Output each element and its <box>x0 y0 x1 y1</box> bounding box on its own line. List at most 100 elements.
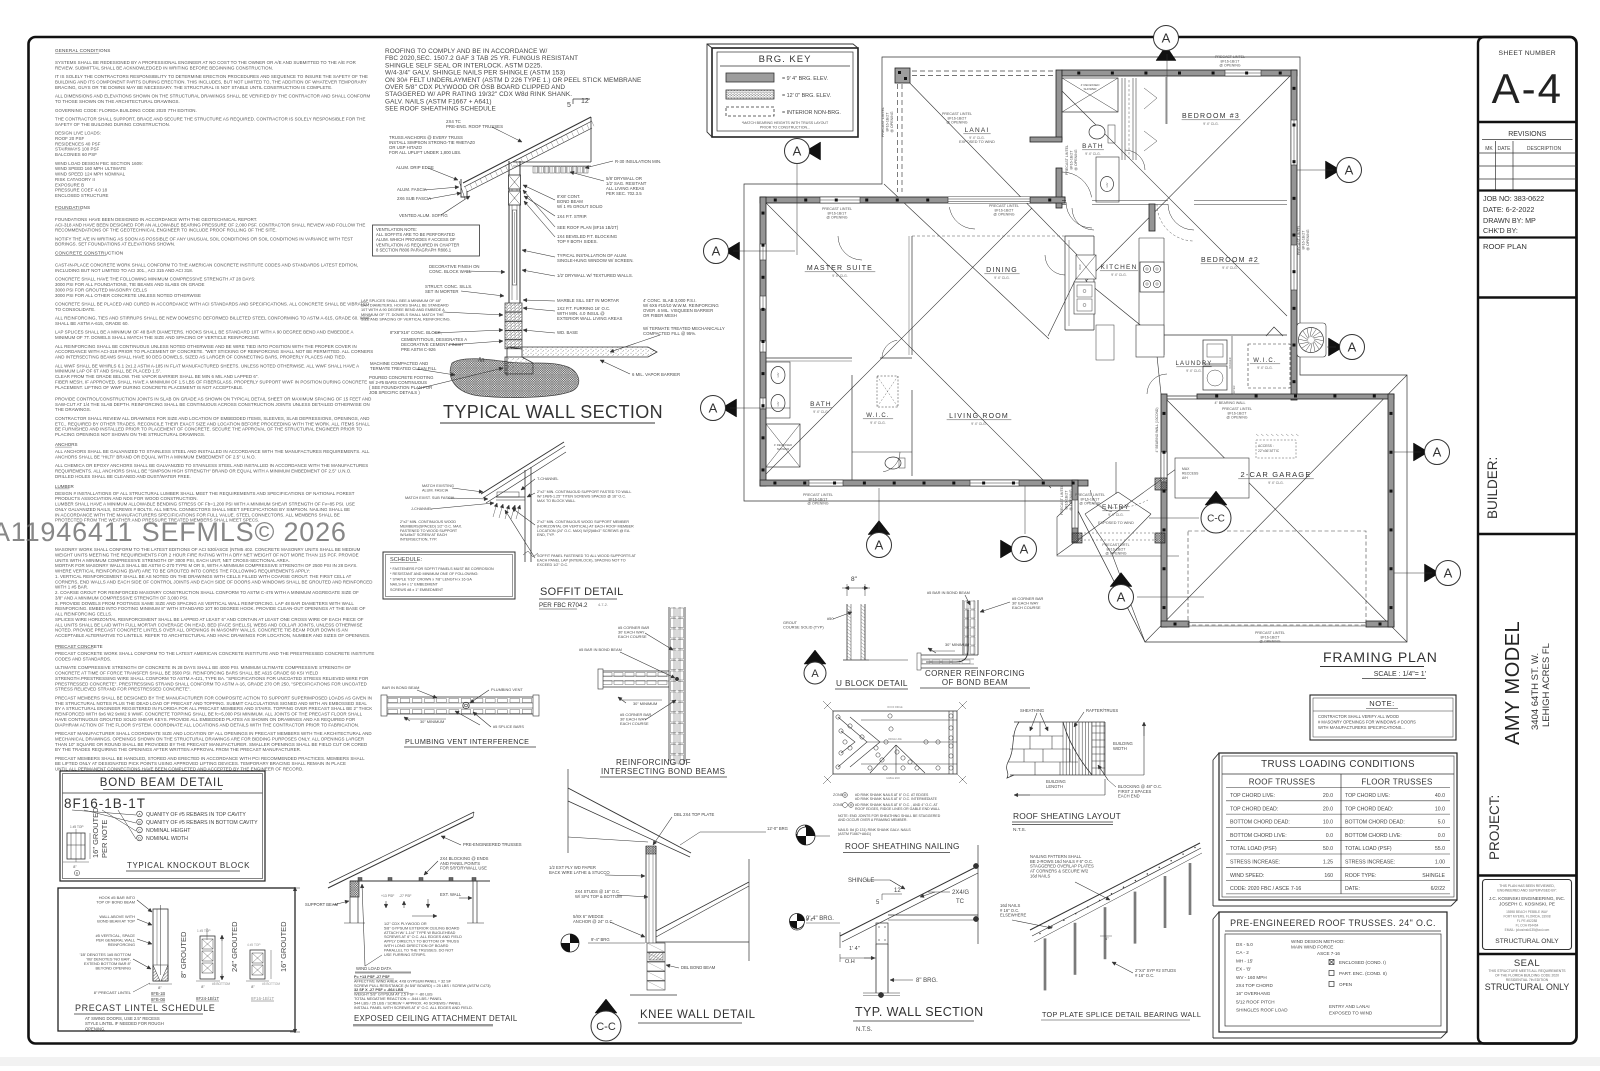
svg-text:SHOWER: SHOWER <box>1083 87 1096 91</box>
svg-text:5: 5 <box>876 900 880 906</box>
svg-text:APPLY DIRECTLY TO BOTTOM OF TR: APPLY DIRECTLY TO BOTTOM OF TRUSS <box>384 940 459 944</box>
svg-text:CONCRETE AT TIME OF FORCE TRAN: CONCRETE AT TIME OF FORCE TRANSFER SHALL… <box>55 671 318 676</box>
svg-text:GOVERNING CODE: FLORIDA BUILD: GOVERNING CODE: FLORIDA BUILDING CODE 20… <box>55 108 197 113</box>
svg-text:5/8' DRYWALL OR: 5/8' DRYWALL OR <box>606 176 642 181</box>
svg-text:16" GROUTED: 16" GROUTED <box>279 921 288 972</box>
svg-text:TO CONSOLIDATE.: TO CONSOLIDATE. <box>55 307 96 312</box>
svg-text:DRILLED HOLES SHALL BE CLEANED: DRILLED HOLES SHALL BE CLEANED AND DUST/… <box>55 474 191 479</box>
svg-text:A: A <box>1162 31 1171 46</box>
svg-text:'1B' DENOTES 1#5 BOTTOM: '1B' DENOTES 1#5 BOTTOM <box>80 952 131 957</box>
svg-text:NOTED. PROVIDE PRECAST CONCR: NOTED. PROVIDE PRECAST CONCRETE LINTELS … <box>55 628 348 633</box>
svg-text:BALCONIES 60 PSF: BALCONIES 60 PSF <box>55 152 97 157</box>
svg-text:INTERSECTION, TYP.: INTERSECTION, TYP. <box>400 538 437 542</box>
svg-text:OF THE FLORIDA BUILDING CODE: OF THE FLORIDA BUILDING CODE 2020 <box>1495 974 1559 978</box>
svg-text:AMY MODEL: AMY MODEL <box>1502 621 1524 745</box>
svg-text:KNEE WALL DETAIL: KNEE WALL DETAIL <box>640 1009 756 1021</box>
svg-text:O.H: O.H <box>845 959 855 965</box>
svg-text:SCREWS AT 6" O.C. ALL EDGES AN: SCREWS AT 6" O.C. ALL EDGES AND FIELD <box>384 935 462 939</box>
svg-text:CONCRETE CONSTRUCTION: CONCRETE CONSTRUCTION <box>55 250 123 255</box>
svg-text:ZONE: ZONE <box>833 803 844 807</box>
svg-text:ONLY GALVANIZED NAILS, SCREWS: ONLY GALVANIZED NAILS, SCREWS # BOLTS. A… <box>55 507 350 512</box>
svg-text:GALV. NAILS (ASTM F1667 + A641: GALV. NAILS (ASTM F1667 + A641) <box>385 98 492 105</box>
svg-text:NOMINAL WIDTH: NOMINAL WIDTH <box>146 836 188 842</box>
svg-text:PARALLEL TO THE TRUSSES. DO NO: PARALLEL TO THE TRUSSES. DO NOT <box>384 948 454 952</box>
svg-text:*MATCH BEARING HEIGHTS WITH TR: *MATCH BEARING HEIGHTS WITH TRUSS LAYOUT <box>742 121 829 125</box>
svg-text:LIVING ROOM: LIVING ROOM <box>949 413 1009 420</box>
svg-text:BACK WIRE LATHE & STUCCO: BACK WIRE LATHE & STUCCO <box>549 870 610 875</box>
svg-text:COMPACTED FILL @ 95%.: COMPACTED FILL @ 95%. <box>643 331 696 336</box>
svg-text:TERMATE TREATED CLEAN FILL: TERMATE TREATED CLEAN FILL <box>370 366 437 371</box>
svg-text:@ OPENING: @ OPENING <box>993 213 1014 217</box>
svg-text:AND OCCUR OVER A FRAMING MEMBE: AND OCCUR OVER A FRAMING MEMBER. <box>838 818 907 822</box>
svg-text:24" GROUTED: 24" GROUTED <box>230 921 239 972</box>
svg-text:SPLICES WIRE HORIZONTAL REINFO: SPLICES WIRE HORIZONTAL REINFORCEMENT SH… <box>55 617 364 622</box>
svg-text:= 12' 0" BRG. ELEV.: = 12' 0" BRG. ELEV. <box>782 93 831 99</box>
svg-text:QUANITY OF #5 REBARS IN TOP CA: QUANITY OF #5 REBARS IN TOP CAVITY <box>146 812 246 818</box>
svg-text:SUPPORT BEAM: SUPPORT BEAM <box>305 902 339 907</box>
svg-text:RESIDENTIAL 7th EDITION: RESIDENTIAL 7th EDITION <box>1506 978 1549 982</box>
svg-text:RESIDENCES 40 PSF: RESIDENCES 40 PSF <box>55 141 101 146</box>
svg-text:NOMINAL HEIGHT: NOMINAL HEIGHT <box>146 828 191 834</box>
svg-text:DATE:: DATE: <box>1345 886 1360 892</box>
svg-text:3. PROVIDE DOWELS FROM FOOTIN: 3. PROVIDE DOWELS FROM FOOTINGS SAME SIZ… <box>55 601 354 606</box>
svg-text:16d NAILS: 16d NAILS <box>1000 903 1020 908</box>
svg-text:BOTTOM CHORD DEAD:: BOTTOM CHORD DEAD: <box>1345 820 1405 826</box>
svg-text:#5 BAR IN BOND BEAM: #5 BAR IN BOND BEAM <box>927 590 970 595</box>
svg-text:SHINGLE: SHINGLE <box>848 878 874 884</box>
svg-text:= INTERIOR NON-BRG.: = INTERIOR NON-BRG. <box>782 110 841 116</box>
svg-text:1X2 P.T. FURRING 16' O.C.: 1X2 P.T. FURRING 16' O.C. <box>557 306 610 311</box>
svg-text:A: A <box>1444 566 1453 581</box>
svg-text:ROOF RIDGE: ROOF RIDGE <box>887 706 903 709</box>
svg-text:#5 CORNER BAR: #5 CORNER BAR <box>618 625 650 630</box>
svg-text:REVIEW. SUBMITTAL SHALL BE AC: REVIEW. SUBMITTAL SHALL BE ACKNOWLEDGED … <box>55 65 273 70</box>
svg-text:8'X8' CONT.: 8'X8' CONT. <box>557 194 580 199</box>
svg-text:C-C: C-C <box>596 1021 616 1033</box>
svg-text:1X4 P.T. STRIP.: 1X4 P.T. STRIP. <box>557 214 587 219</box>
svg-text:1/2 EXT PLY WD PAPER: 1/2 EXT PLY WD PAPER <box>549 865 596 870</box>
svg-text:EACH PANEL LAP (INTERLOCK), SP: EACH PANEL LAP (INTERLOCK), SPACING NOT … <box>537 558 626 562</box>
svg-text:30' EACH WAY: 30' EACH WAY <box>620 716 647 721</box>
svg-text:REQUIREMENTS. ALL ANCHORS SHAL: REQUIREMENTS. ALL ANCHORS SHALL BE "SIMP… <box>55 468 351 473</box>
svg-text:PLUMBING VENT: PLUMBING VENT <box>491 687 523 692</box>
svg-text:CORNERS, END WALLS AND EACH SI: CORNERS, END WALLS AND EACH SIDE OF CONT… <box>55 579 373 584</box>
svg-text:10T WITH A 90 DEGREE BEND AND: 10T WITH A 90 DEGREE BEND AND EMBEDE A <box>361 308 445 312</box>
svg-text:ALL DIMENSIONS AND ELEVATIONS: ALL DIMENSIONS AND ELEVATIONS SHOWN ON T… <box>55 94 370 99</box>
svg-text:2X6 SUB FASCIA: 2X6 SUB FASCIA <box>397 196 431 201</box>
svg-text:REINFORCING. EMBED INTO FOOTIN: REINFORCING. EMBED INTO FOOTING MINIMUM … <box>55 606 366 611</box>
svg-text:9' 4: 9' 4 <box>806 917 813 922</box>
svg-text:5.0: 5.0 <box>1438 820 1445 826</box>
svg-text:BUILDING: BUILDING <box>1046 779 1066 784</box>
svg-text:SHINGLES ROOF LOAD: SHINGLES ROOF LOAD <box>1236 1008 1288 1013</box>
svg-text:8" GROUTED: 8" GROUTED <box>179 931 188 978</box>
svg-text:VENTED ALUM. SOFFIG: VENTED ALUM. SOFFIG <box>399 213 448 218</box>
svg-text:ALL REINFORCING, TIES AND STIR: ALL REINFORCING, TIES AND STIRRUPS SHALL… <box>55 316 371 321</box>
svg-text:EACH COURSE: EACH COURSE <box>618 634 647 639</box>
svg-text:A: A <box>709 401 718 416</box>
svg-text:#5 BAR IN BOND BEAM: #5 BAR IN BOND BEAM <box>579 647 622 652</box>
svg-text:15598 BEACH PEBBLE WAY: 15598 BEACH PEBBLE WAY <box>1506 910 1549 914</box>
svg-text:GENERAL CONDITIONS: GENERAL CONDITIONS <box>55 48 111 53</box>
svg-text:BE 2-ROWS 16d NAILS # 6" O.C.: BE 2-ROWS 16d NAILS # 6" O.C. <box>1030 859 1093 864</box>
svg-text:8F16-1B-1T: 8F16-1B-1T <box>64 796 146 811</box>
svg-text:UNITS WITH A MINIMUM COMPRESSI: UNITS WITH A MINIMUM COMPRESSIVE STRENGT… <box>55 558 290 563</box>
svg-text:CHK'D BY:: CHK'D BY: <box>1483 226 1518 235</box>
svg-text:AT CORNERS & SECURE W/2: AT CORNERS & SECURE W/2 <box>1030 868 1089 873</box>
svg-text:A: A <box>712 244 721 259</box>
svg-text:ALUM. FASCIA: ALUM. FASCIA <box>397 187 427 192</box>
svg-text:2X4 TC: 2X4 TC <box>446 119 461 124</box>
svg-text:TOTAL LOAD (PSF): TOTAL LOAD (PSF) <box>1345 846 1392 852</box>
svg-text:WITH 1 #5 BAR.: WITH 1 #5 BAR. <box>55 585 88 590</box>
svg-text:AND INTERSECTING BEAMS SHALL H: AND INTERSECTING BEAMS SHALL HAVE 90 DEG… <box>55 355 346 360</box>
svg-text:BUILDING AND ITS COMPONENT PAR: BUILDING AND ITS COMPONENT PARTS DURING … <box>55 80 367 85</box>
svg-text:( SEE FOUNDATION PLAN FOR: ( SEE FOUNDATION PLAN FOR <box>369 385 432 390</box>
svg-text:12: 12 <box>581 98 589 105</box>
svg-text:8F16-1B/2T: 8F16-1B/2T <box>1065 490 1069 510</box>
svg-text:THIS STRUCTURE MEETS ALL REQUI: THIS STRUCTURE MEETS ALL REQUIREMENTS <box>1488 969 1566 973</box>
svg-text:LAUNDRY: LAUNDRY <box>1176 361 1213 367</box>
svg-text:PRECAST LINTEL: PRECAST LINTEL <box>803 493 833 497</box>
svg-text:2"x2" MIN. CONTINUOUD SUPPORT: 2"x2" MIN. CONTINUOUD SUPPORT FASTED TO … <box>537 490 631 494</box>
svg-text:8F24-1B/1T: 8F24-1B/1T <box>196 996 220 1001</box>
svg-text:4' RECESSED: 4' RECESSED <box>774 443 792 447</box>
svg-text:TRUSS ANCHORS @ EVERY TRUSS: TRUSS ANCHORS @ EVERY TRUSS <box>389 135 463 140</box>
svg-text:#D RINK SHANK NAILS AT 6" O.C.: #D RINK SHANK NAILS AT 6" O.C. INTERMEDI… <box>855 797 938 801</box>
